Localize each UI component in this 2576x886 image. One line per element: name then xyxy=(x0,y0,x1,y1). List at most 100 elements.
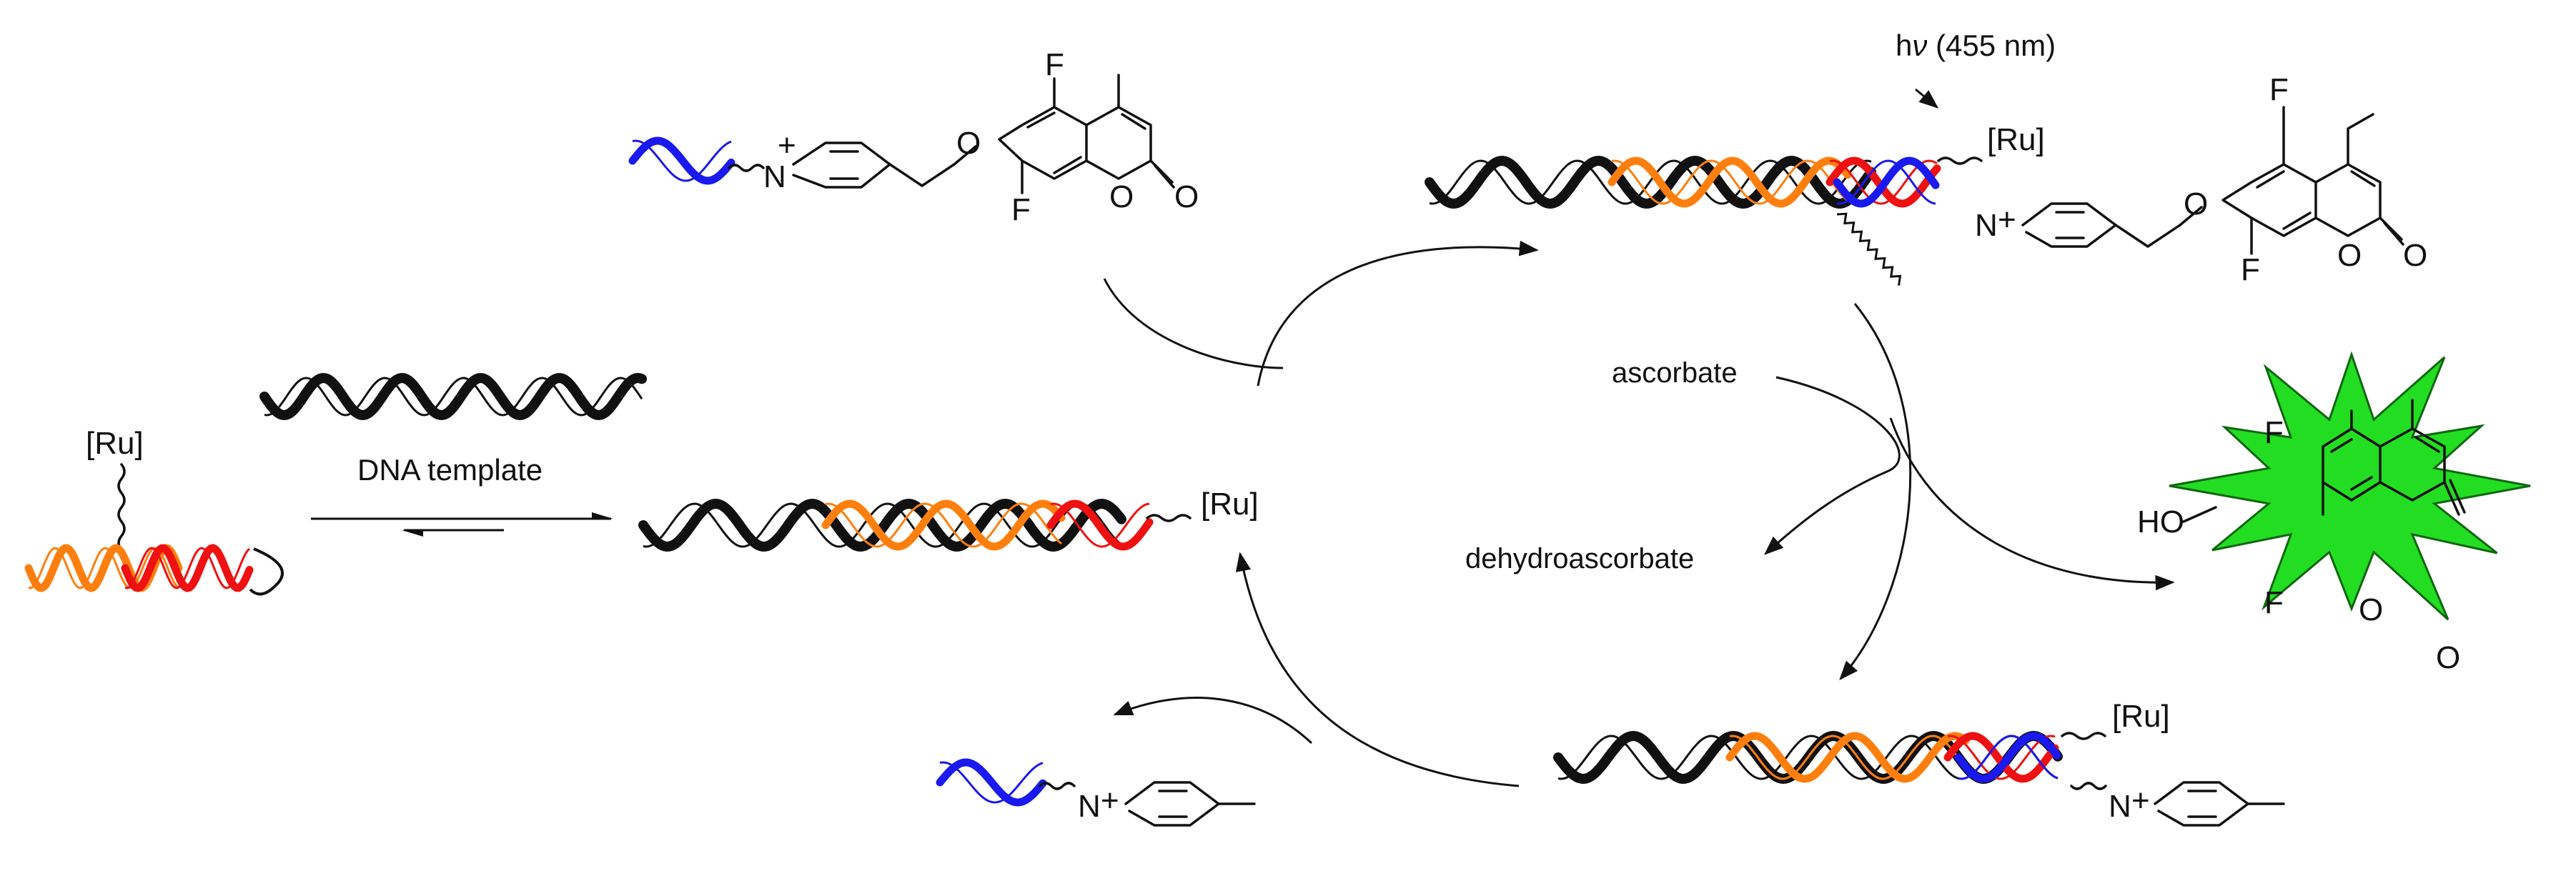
tr-f2: F xyxy=(2241,252,2260,287)
br-pyridine-double-bonds xyxy=(2187,790,2217,818)
linker-squiggle xyxy=(117,463,126,552)
tr-template-strand xyxy=(1425,155,1876,209)
duplex-center: [Ru] xyxy=(638,487,1259,552)
release-arrow xyxy=(1889,417,2175,591)
top-pyranone-double xyxy=(1121,113,1146,130)
tr-pyranone-double xyxy=(2350,170,2376,187)
dna-template-helix xyxy=(259,372,647,421)
top-carbonyl-o: O xyxy=(1174,179,1199,214)
product-exit-arrow xyxy=(1113,697,1313,745)
ru-label-top-right: [Ru] xyxy=(1987,122,2045,157)
bc-pyridine-double-bonds xyxy=(1158,790,1188,818)
fl-pyranone-ring xyxy=(2379,427,2446,502)
dna-template-step: DNA template xyxy=(259,372,647,537)
br-orange-strand xyxy=(1725,732,1970,783)
tr-ring-o: O xyxy=(2337,238,2362,273)
fl-pyranone-double xyxy=(2414,436,2440,453)
fl-hydroxyl: HO xyxy=(2137,504,2184,539)
released-pyridinium: N + xyxy=(936,758,1256,827)
ascorbate-arrow xyxy=(1763,376,1901,555)
top-ch2-linker xyxy=(888,145,977,187)
top-pyranone-ring xyxy=(1085,106,1152,180)
caged-probe-top: N + O F F O O xyxy=(628,47,1199,227)
top-blue-strand xyxy=(628,136,735,185)
top-carbonyl xyxy=(1149,159,1175,189)
cycle-arrow-bottom xyxy=(1235,552,1520,787)
bc-pyridinium-charge: + xyxy=(1101,783,1119,818)
fl-carbonyl xyxy=(2443,479,2466,516)
center-orange-strand-companion xyxy=(825,502,1062,548)
ru-label-bottom-right: [Ru] xyxy=(2112,699,2170,734)
probe-entry-arrow xyxy=(1103,278,1284,369)
tr-coumarin-benzene xyxy=(2221,163,2317,237)
top-pyridine-double-bonds xyxy=(829,150,859,180)
top-pyridine-ring xyxy=(792,141,891,189)
br-pyridinium-linker xyxy=(2070,782,2107,790)
center-linker xyxy=(1146,514,1192,522)
br-pyridinium-charge: + xyxy=(2131,783,2150,818)
tr-ether-o: O xyxy=(2184,186,2208,222)
dehydroascorbate-label: dehydroascorbate xyxy=(1465,543,1694,574)
tr-carbonyl xyxy=(2379,216,2404,246)
ru-label-hairpin: [Ru] xyxy=(86,426,144,461)
center-orange-strand xyxy=(821,499,1066,551)
top-coumarin-benzene-double xyxy=(1026,111,1082,174)
fl-ho-bond xyxy=(2182,506,2217,523)
top-coumarin-benzene xyxy=(998,106,1088,180)
ascorbate-label: ascorbate xyxy=(1612,357,1738,389)
hairpin-red-strand-companion xyxy=(124,547,251,589)
hv-label: hν (455 nm) xyxy=(1896,29,2056,62)
tr-coumarin-benzene-double xyxy=(2256,170,2312,230)
tr-ru-linker xyxy=(1937,156,1983,165)
light-squiggle-icon xyxy=(1836,212,1902,286)
center-template-strand xyxy=(638,498,1126,552)
fl-f2: F xyxy=(2264,585,2284,620)
cycle-arrow-right xyxy=(1839,303,1912,681)
fluorescence-burst-icon xyxy=(2169,351,2531,621)
top-linker xyxy=(728,164,765,172)
top-pyridinium-charge: + xyxy=(778,128,796,163)
dna-template-helix-companion xyxy=(264,377,643,417)
br-blue-strand xyxy=(1954,732,2061,783)
tr-carbonyl-o: O xyxy=(2403,238,2427,273)
tr-blue-strand xyxy=(1833,156,1940,208)
tr-blue-strand-companion xyxy=(1836,159,1936,205)
catalytic-cycle xyxy=(1103,88,2175,787)
br-pyridinium-n: N xyxy=(2109,789,2131,824)
tr-pyridinium-charge: + xyxy=(1998,202,2016,237)
tr-orange-strand xyxy=(1607,156,1852,208)
ru-label-center: [Ru] xyxy=(1201,487,1259,522)
top-f1: F xyxy=(1045,47,1064,82)
tr-pyranone-ring xyxy=(2314,163,2382,237)
br-orange-strand-companion xyxy=(1729,735,1967,780)
br-red-strand-companion xyxy=(1947,735,2056,780)
fl-carbonyl-o: O xyxy=(2436,640,2460,675)
bc-blue-strand xyxy=(936,758,1047,807)
top-f2: F xyxy=(1011,192,1031,227)
center-red-strand xyxy=(1046,499,1154,551)
br-ru-linker xyxy=(2061,732,2106,740)
br-pyridine-ring xyxy=(2154,781,2249,827)
bc-pyridine-ring xyxy=(1124,781,1220,827)
hairpin-loop xyxy=(249,547,284,596)
tr-pyridine-ring xyxy=(2021,202,2117,248)
tr-pyridine-double-bonds xyxy=(2055,211,2085,239)
center-red-strand-companion xyxy=(1050,502,1150,548)
fl-ring-o: O xyxy=(2359,592,2383,627)
tr-ch2-linker xyxy=(2114,206,2203,248)
fl-f1: F xyxy=(2264,415,2284,450)
hairpin-probe: [Ru] xyxy=(24,426,284,596)
top-ether-o: O xyxy=(956,126,981,161)
fluorescent-product: F HO F O O xyxy=(2137,351,2531,675)
bc-linker xyxy=(1039,782,1076,790)
fl-benzene-double xyxy=(2330,438,2373,491)
ternary-complex-bottom: [Ru] N + xyxy=(1553,699,2285,827)
top-pyridinium-n: N xyxy=(763,159,786,194)
hairpin-red-strand xyxy=(121,544,254,592)
cycle-arrow-top xyxy=(1257,240,1539,387)
bc-pyridinium-n: N xyxy=(1078,789,1101,824)
tr-methyl xyxy=(2347,113,2374,166)
light-arrow-head xyxy=(1915,88,1939,109)
tr-orange-strand-companion xyxy=(1611,159,1848,205)
